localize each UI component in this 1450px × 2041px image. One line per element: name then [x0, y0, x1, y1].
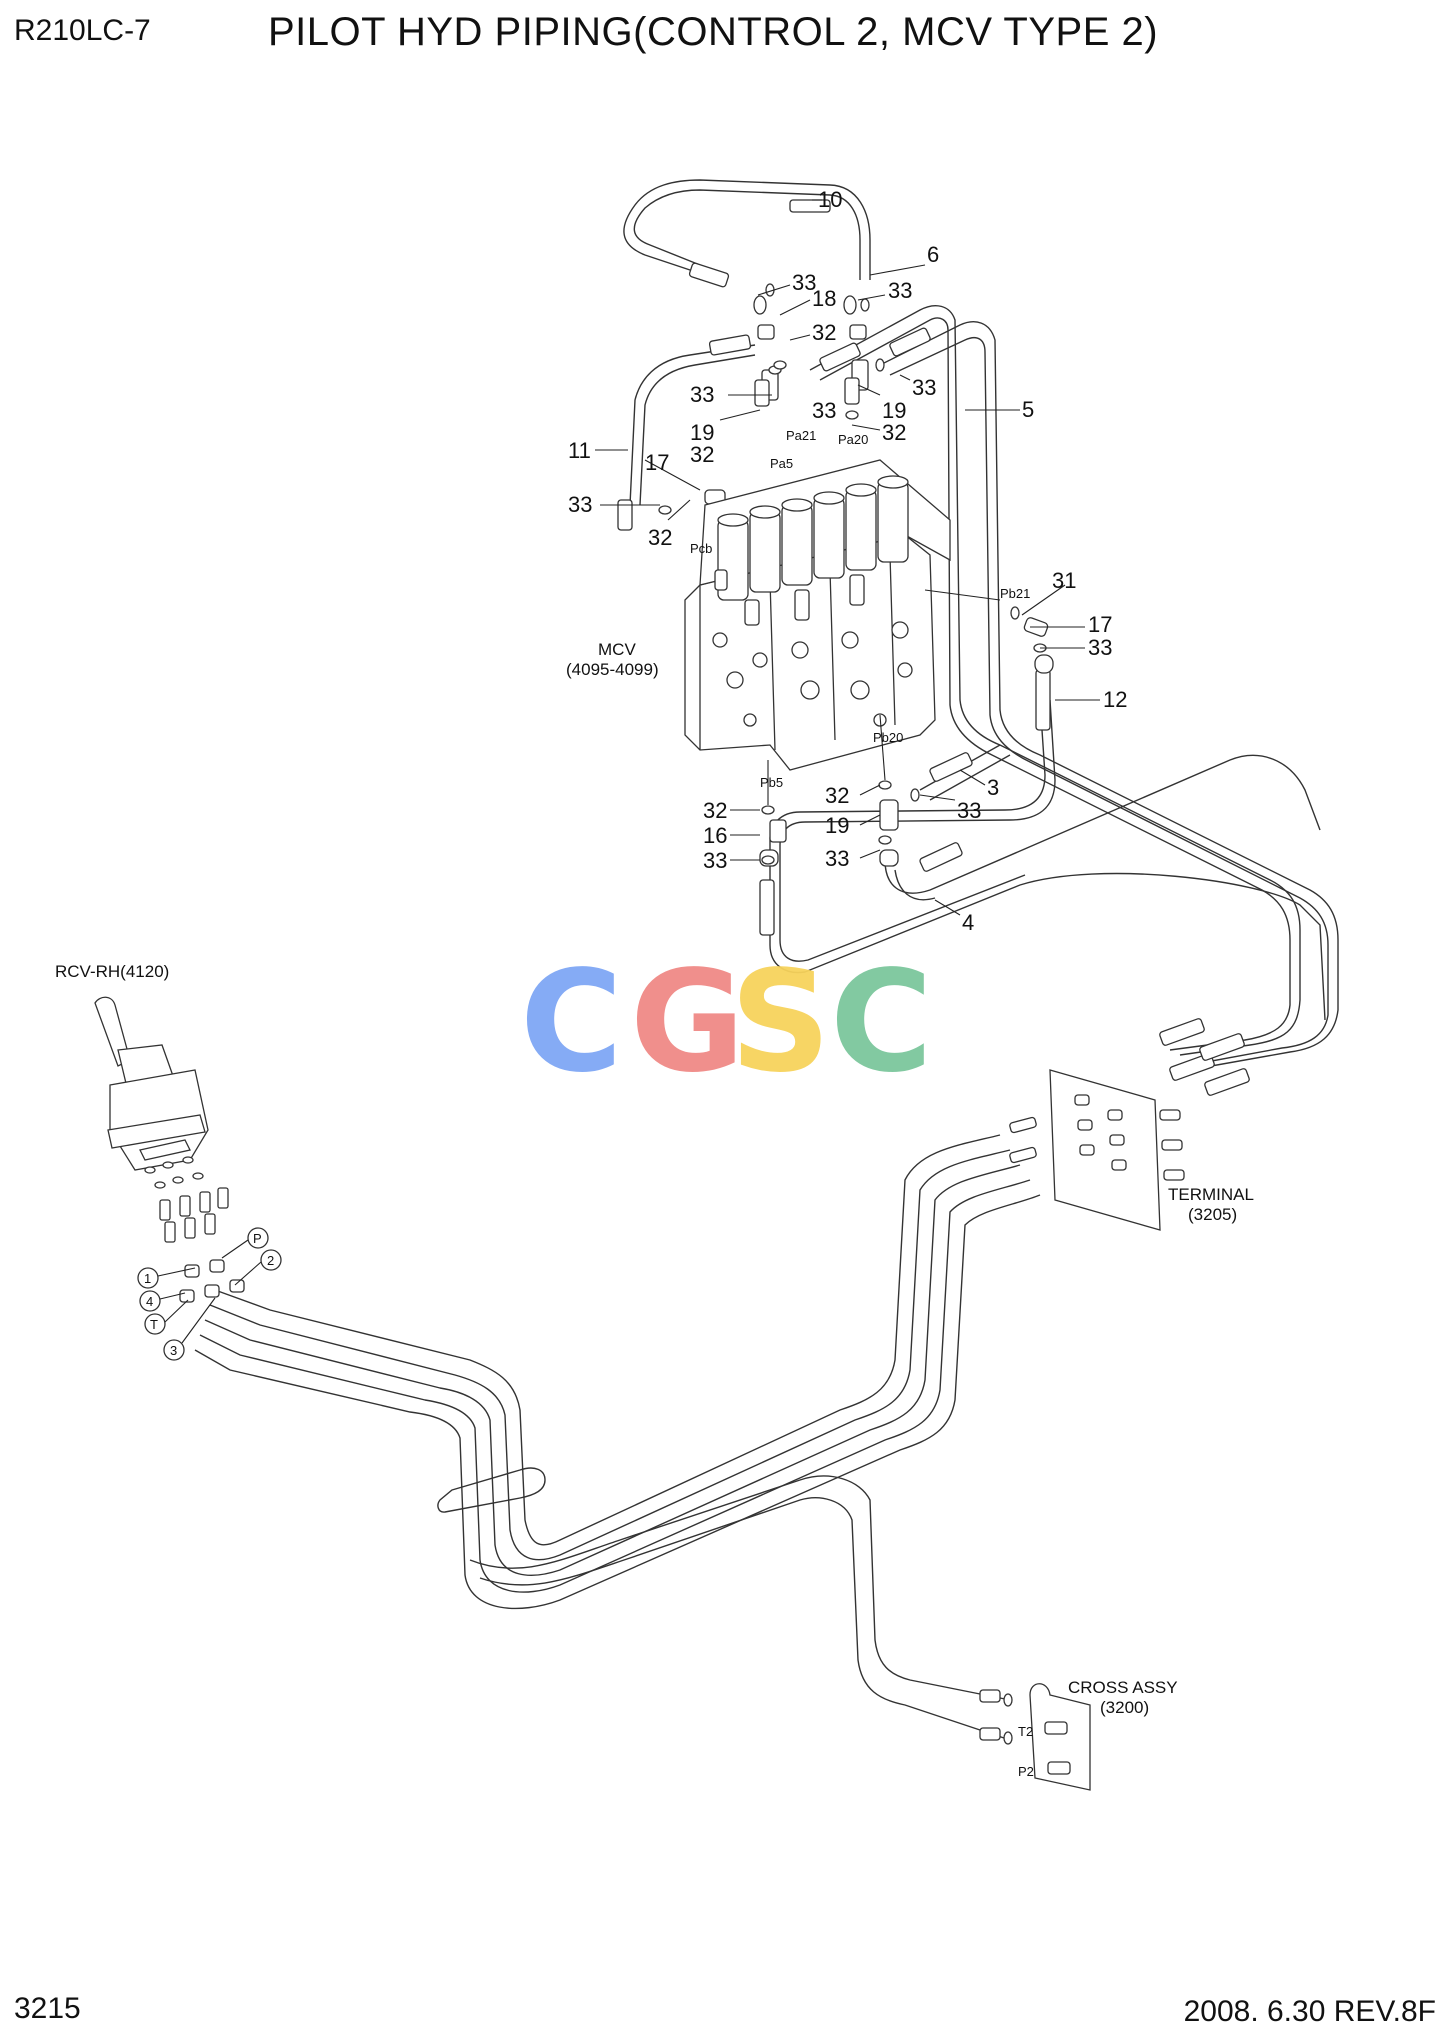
- rcv-port-4: 4: [146, 1294, 153, 1309]
- callout-31: 31: [1052, 568, 1076, 593]
- pipe-bundle-rcv: [194, 1134, 1041, 1610]
- callout-4: 4: [962, 910, 974, 935]
- port-pb5: Pb5: [760, 775, 783, 790]
- rcv-label: RCV-RH(4120): [55, 962, 169, 981]
- callout-19-lower: 19: [825, 813, 849, 838]
- callout-33-pcb: 33: [568, 492, 592, 517]
- port-pb20: Pb20: [873, 730, 903, 745]
- page-number: 3215: [14, 1992, 81, 2025]
- rcv-port-t: T: [150, 1317, 158, 1332]
- rcv-port-p: P: [253, 1231, 262, 1246]
- callout-33-right: 33: [912, 375, 936, 400]
- port-pa5: Pa5: [770, 456, 793, 471]
- leader-lines: [595, 199, 1100, 916]
- port-pa20: Pa20: [838, 432, 868, 447]
- cross-assy-code-label: (3200): [1100, 1698, 1149, 1717]
- callout-33-left-valve: 33: [690, 382, 714, 407]
- callout-33-top-left: 33: [792, 270, 816, 295]
- callout-17-left: 17: [645, 450, 669, 475]
- rcv-port-3: 3: [170, 1343, 177, 1358]
- callout-18: 18: [812, 286, 836, 311]
- cross-assy-block: [979, 1683, 1091, 1791]
- terminal-block: [1009, 1018, 1250, 1231]
- callout-33-pb20: 33: [957, 798, 981, 823]
- callout-17-right: 17: [1088, 612, 1112, 637]
- callout-32-left: 32: [690, 442, 714, 467]
- callout-19-right: 19: [882, 398, 906, 423]
- port-p2: P2: [1018, 1764, 1034, 1779]
- terminal-label: TERMINAL: [1168, 1185, 1254, 1204]
- callout-5: 5: [1022, 397, 1034, 422]
- port-pa21: Pa21: [786, 428, 816, 443]
- pipe-mcv-hoses: [623, 179, 1339, 1069]
- cross-assy-label: CROSS ASSY: [1068, 1678, 1178, 1697]
- rcv-joystick: [94, 996, 245, 1303]
- component-labels: MCV (4095-4099) RCV-RH(4120) TERMINAL (3…: [55, 640, 1254, 1717]
- callout-3: 3: [987, 775, 999, 800]
- port-pb21: Pb21: [1000, 586, 1030, 601]
- terminal-code-label: (3205): [1188, 1205, 1237, 1224]
- watermark-letter-c2: C: [830, 941, 933, 1104]
- callout-11: 11: [568, 438, 591, 463]
- pipe-bundle-cross: [469, 1475, 1011, 1741]
- callout-32-right: 32: [882, 420, 906, 445]
- page-title: PILOT HYD PIPING(CONTROL 2, MCV TYPE 2): [268, 10, 1159, 54]
- watermark-letter-g: G: [630, 941, 745, 1104]
- callout-33-top-right: 33: [888, 278, 912, 303]
- model-code: R210LC-7: [14, 14, 151, 47]
- callout-16: 16: [703, 823, 727, 848]
- watermark-letter-s: S: [730, 941, 831, 1104]
- port-labels: Pa21 Pa5 Pa20 Pcb Pb21 Pb20 Pb5 T2 P2: [690, 428, 1034, 1779]
- revision-date: 2008. 6.30 REV.8F: [1183, 1995, 1436, 2028]
- callout-33-pb5-lower: 33: [703, 848, 727, 873]
- callout-19-left: 19: [690, 420, 714, 445]
- callout-32-pcb: 32: [648, 525, 672, 550]
- mcv-valve-block: [684, 459, 951, 771]
- callout-33-pb20-lower: 33: [825, 846, 849, 871]
- rcv-port-2: 2: [267, 1253, 274, 1268]
- mcv-label: MCV: [598, 640, 636, 659]
- port-pcb: Pcb: [690, 541, 712, 556]
- watermark-logo: C G S C: [520, 941, 933, 1104]
- rcv-port-markers: P 1 2 4 T 3: [137, 1227, 282, 1361]
- port-t2: T2: [1018, 1724, 1033, 1739]
- callout-33-mid: 33: [812, 398, 836, 423]
- callout-numbers: 10 6 33 18 33 32 5 33 33 33 19 19 32 32 …: [568, 187, 1127, 935]
- callout-6: 6: [927, 242, 939, 267]
- callout-12: 12: [1103, 687, 1127, 712]
- callout-33-pb21: 33: [1088, 635, 1112, 660]
- watermark-letter-c1: C: [520, 941, 623, 1104]
- callout-32-pb5: 32: [703, 798, 727, 823]
- callout-32-top: 32: [812, 320, 836, 345]
- callout-10: 10: [818, 187, 842, 212]
- mcv-range-label: (4095-4099): [566, 660, 659, 679]
- callout-32-pb20: 32: [825, 783, 849, 808]
- rcv-port-1: 1: [144, 1271, 151, 1286]
